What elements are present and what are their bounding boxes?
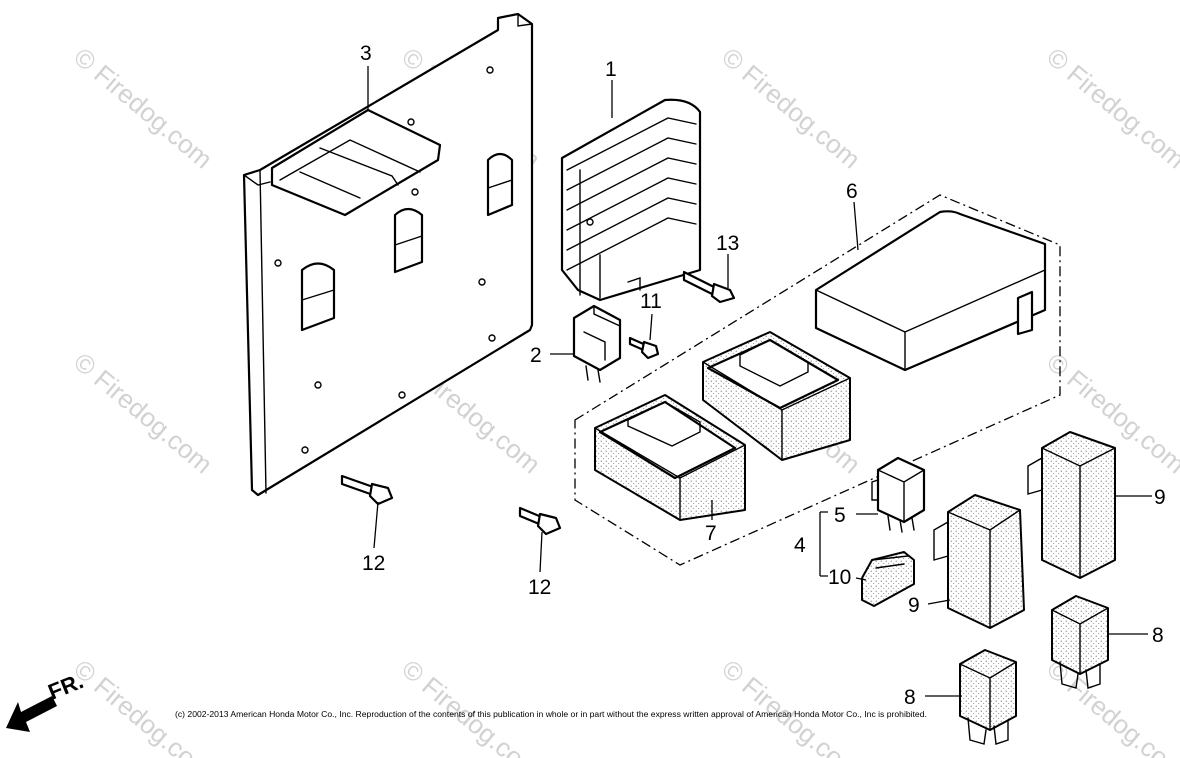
watermark: © Firedog.com bbox=[68, 654, 218, 758]
watermark: © Firedog.com bbox=[716, 42, 866, 175]
callout-2: 2 bbox=[530, 344, 542, 367]
watermark: © Firedog.com bbox=[716, 654, 866, 758]
front-arrow: FR. bbox=[6, 668, 87, 732]
callout-7: 7 bbox=[705, 522, 717, 545]
callout-13: 13 bbox=[716, 232, 739, 255]
bolt-12-right bbox=[518, 506, 562, 536]
bolt-13 bbox=[682, 270, 736, 304]
relay-5 bbox=[871, 456, 926, 533]
watermark: © Firedog.com bbox=[68, 347, 218, 480]
front-arrow-icon bbox=[6, 696, 57, 732]
control-unit bbox=[814, 210, 1047, 372]
bolt-11 bbox=[628, 336, 660, 360]
watermark: © Firedog.com bbox=[1041, 654, 1180, 758]
callout-11: 11 bbox=[640, 290, 662, 313]
bolt-12-left bbox=[340, 474, 394, 506]
callout-12-right: 12 bbox=[528, 576, 551, 599]
fuse-block-10 bbox=[861, 551, 915, 607]
callouts: 3 1 13 11 2 6 7 12 12 5 4 10 9 9 8 8 bbox=[360, 42, 1166, 709]
relay-8-bottom bbox=[959, 649, 1017, 745]
callout-12-left: 12 bbox=[362, 552, 385, 575]
relay-8-right bbox=[1051, 595, 1109, 689]
leader-lines bbox=[367, 66, 1152, 697]
relay-9-left bbox=[933, 494, 1025, 629]
callout-5: 5 bbox=[834, 504, 846, 527]
callout-4: 4 bbox=[794, 534, 806, 557]
callout-6: 6 bbox=[846, 180, 858, 203]
relay-9-right bbox=[1027, 431, 1116, 579]
callout-8-bottom: 8 bbox=[904, 686, 916, 709]
callout-1: 1 bbox=[605, 58, 617, 81]
callout-9-right: 9 bbox=[1154, 486, 1166, 509]
assembly-outline bbox=[574, 194, 1061, 566]
callout-3: 3 bbox=[360, 42, 372, 65]
regulator-rectifier bbox=[560, 98, 702, 302]
mounting-plate bbox=[242, 12, 534, 497]
watermark: © Firedog.com bbox=[1041, 42, 1180, 175]
coupler-7-lower bbox=[594, 394, 746, 521]
coupler-7-upper bbox=[702, 331, 851, 461]
callout-10: 10 bbox=[828, 566, 851, 589]
copyright-notice: (c) 2002-2013 American Honda Motor Co., … bbox=[175, 709, 927, 719]
watermark: © Firedog.com bbox=[68, 42, 218, 175]
callout-8-right: 8 bbox=[1152, 624, 1164, 647]
watermark: © Firedog.com bbox=[396, 654, 546, 758]
callout-9-left: 9 bbox=[908, 594, 920, 617]
small-relay bbox=[572, 304, 622, 383]
